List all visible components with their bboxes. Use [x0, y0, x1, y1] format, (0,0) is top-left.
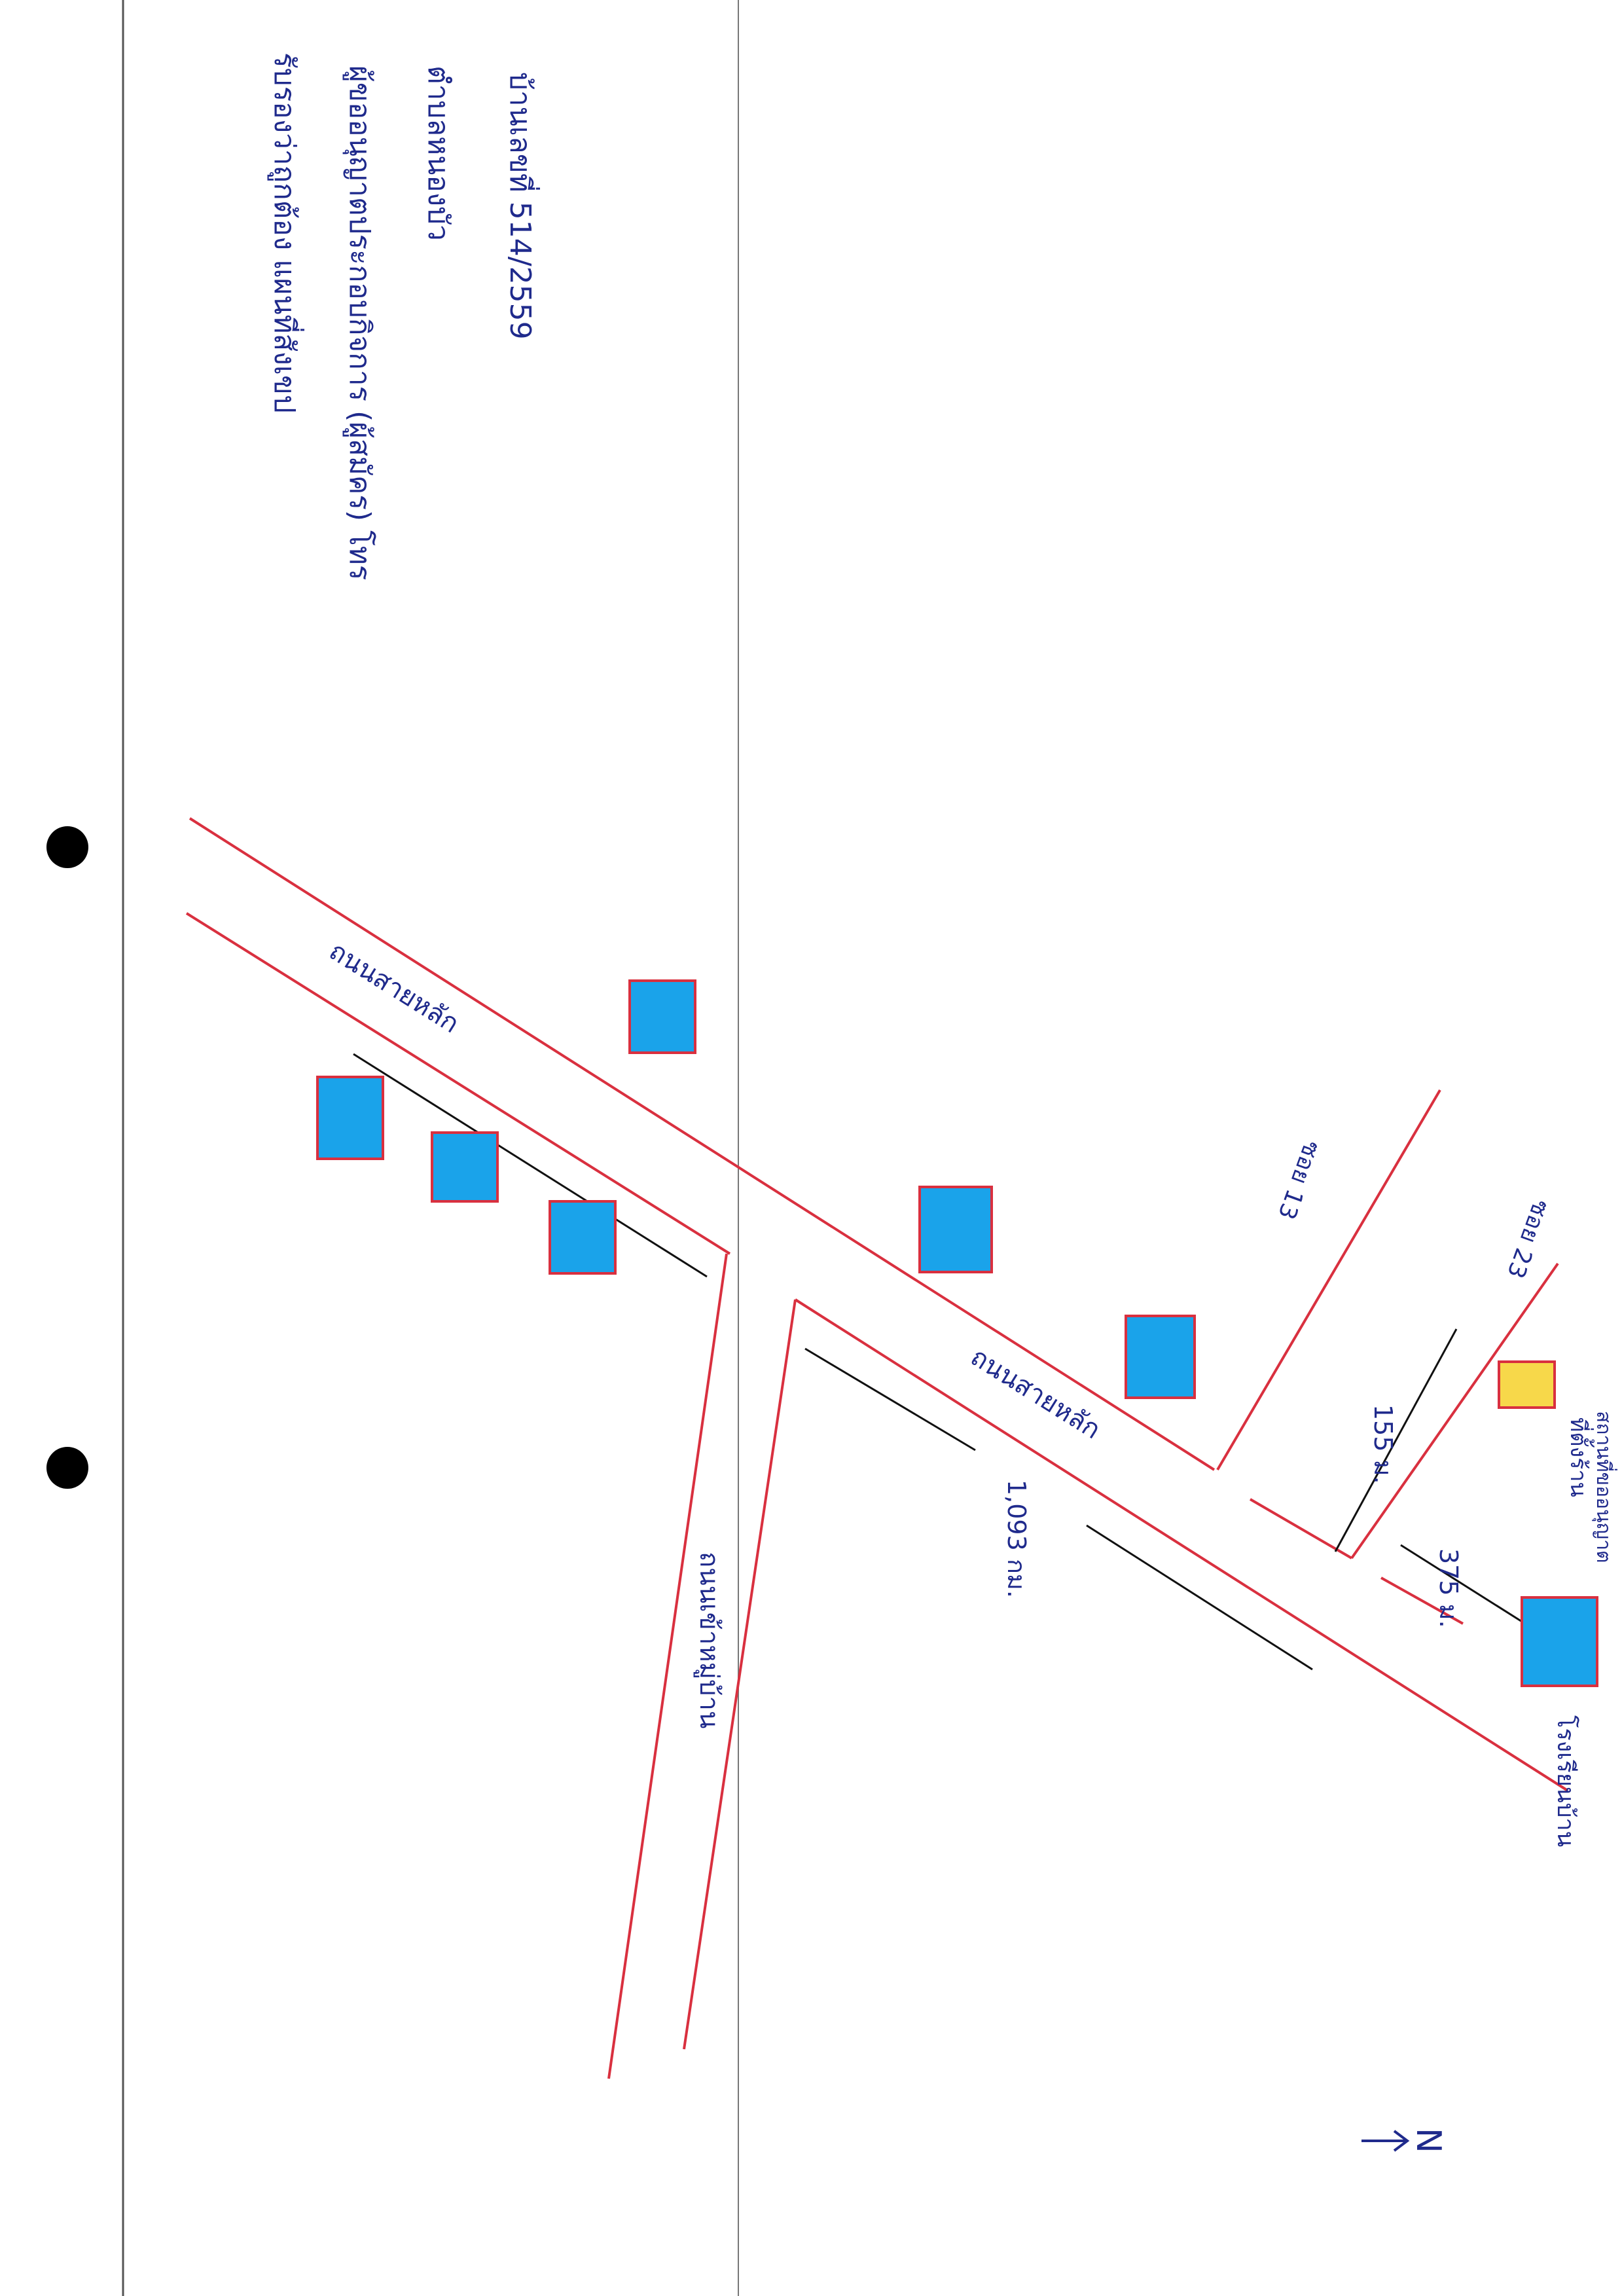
lane-1-edge-a [1216, 1089, 1441, 1471]
note-line-1: บ้านเลขที่ 514/2559 [503, 72, 541, 340]
site-marker [1498, 1360, 1556, 1409]
site-label: ที่ตั้งร้าน [1565, 1417, 1595, 1497]
distance-line-3 [1400, 1544, 1526, 1625]
distance-line-1 [804, 1347, 976, 1451]
north-arrow-icon [1361, 2130, 1410, 2152]
main-road-lower-edge-2 [794, 1298, 1569, 1792]
lane-1-label: ซอย 13 [1272, 1137, 1325, 1223]
main-road-lower-edge [185, 912, 731, 1255]
lane-1-edge-b [1249, 1498, 1353, 1559]
note-line-2: ตำบลหนองบัว [422, 65, 455, 241]
building-marker [316, 1076, 384, 1160]
guide-line [353, 1053, 708, 1278]
note-line-4: รับรองว่าถูกต้อง แผนที่สังเขป [267, 52, 305, 413]
building-marker [628, 979, 696, 1054]
punch-hole-icon [46, 826, 88, 868]
landmark-label: โรงเรียนบ้าน [1552, 1715, 1579, 1847]
building-marker [918, 1186, 993, 1273]
building-marker [1125, 1315, 1196, 1399]
note-line-3: ผู้ขออนุญาตประกอบกิจการ (ผู้สมัคร) โทร [342, 65, 376, 580]
distance-line-1b [1086, 1524, 1313, 1671]
side-road-left-edge [607, 1253, 728, 2079]
building-marker [549, 1200, 617, 1275]
distance-label-3: 375 ม. [1434, 1548, 1463, 1628]
distance-label-2: 155 ม. [1369, 1404, 1397, 1484]
north-label: N [1409, 2128, 1448, 2153]
side-road-right-edge [683, 1299, 797, 2050]
main-road-upper-edge [189, 817, 1216, 1471]
lane-2-edge-b [1380, 1576, 1464, 1625]
building-marker [431, 1131, 499, 1203]
distance-line-2 [1334, 1328, 1458, 1552]
main-road-upper-label: ถนนสายหลัก [324, 936, 465, 1039]
lane-2-label: ซอย 23 [1502, 1196, 1555, 1282]
site-note: สถานที่ขออนุญาต [1591, 1411, 1617, 1563]
distance-label-1: 1,093 กม. [1002, 1480, 1031, 1598]
side-road-label: ถนนเข้าหมู่บ้าน [694, 1552, 724, 1728]
lane-2-edge-a [1350, 1262, 1559, 1559]
landmark-building-marker [1521, 1596, 1598, 1687]
punch-hole-icon [46, 1447, 88, 1489]
